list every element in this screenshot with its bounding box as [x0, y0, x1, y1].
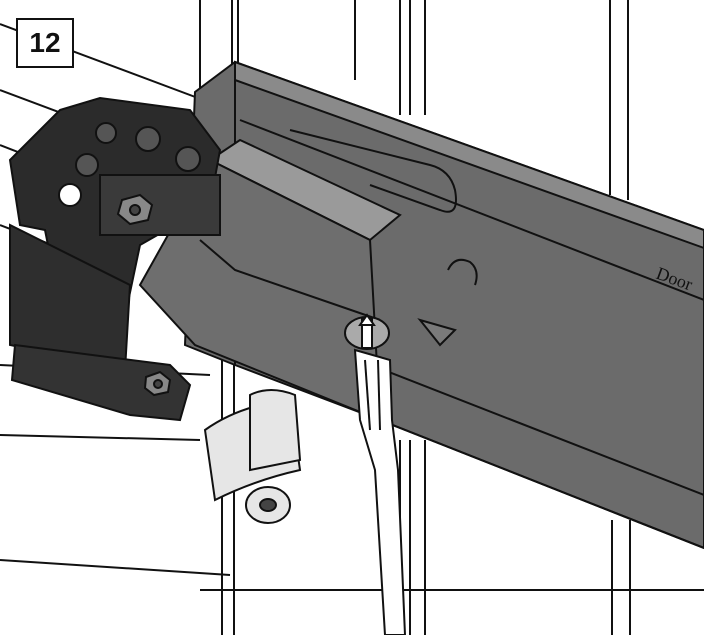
mounting-bracket — [8, 96, 222, 422]
screw-icon — [344, 313, 390, 350]
nut-icon — [116, 193, 154, 226]
cable-icon — [353, 348, 407, 635]
nut-icon — [143, 370, 172, 397]
hinge-icon — [203, 389, 302, 524]
step-number-badge: 12 — [16, 18, 74, 68]
